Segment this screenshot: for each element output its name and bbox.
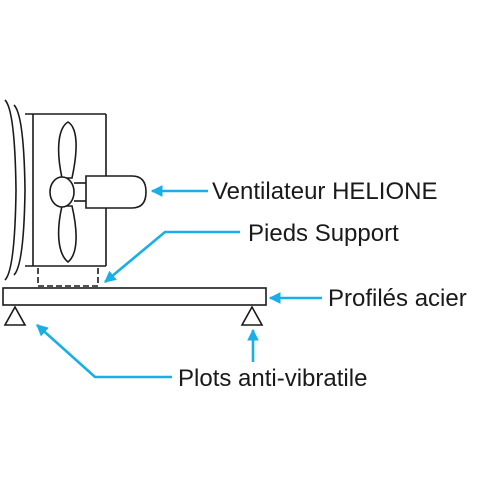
- steel-profile: [2, 287, 267, 306]
- arrow-plots-left: [36, 324, 172, 379]
- anti-vibration-mount-left: [3, 305, 27, 326]
- anti-vibration-mount-right: [240, 305, 264, 326]
- fan-hub: [49, 176, 75, 208]
- label-fan: Ventilateur HELIONE: [212, 178, 437, 205]
- arrow-support: [104, 230, 240, 283]
- fan-motor: [85, 175, 147, 209]
- fan-blade-top: [57, 121, 77, 179]
- fan-rotor: [49, 121, 147, 264]
- support-feet: [37, 268, 99, 287]
- fan-blade-bottom: [57, 205, 77, 264]
- label-support: Pieds Support: [248, 220, 399, 247]
- label-plots: Plots anti-vibratile: [178, 365, 367, 392]
- label-profile: Profilés acier: [328, 285, 467, 312]
